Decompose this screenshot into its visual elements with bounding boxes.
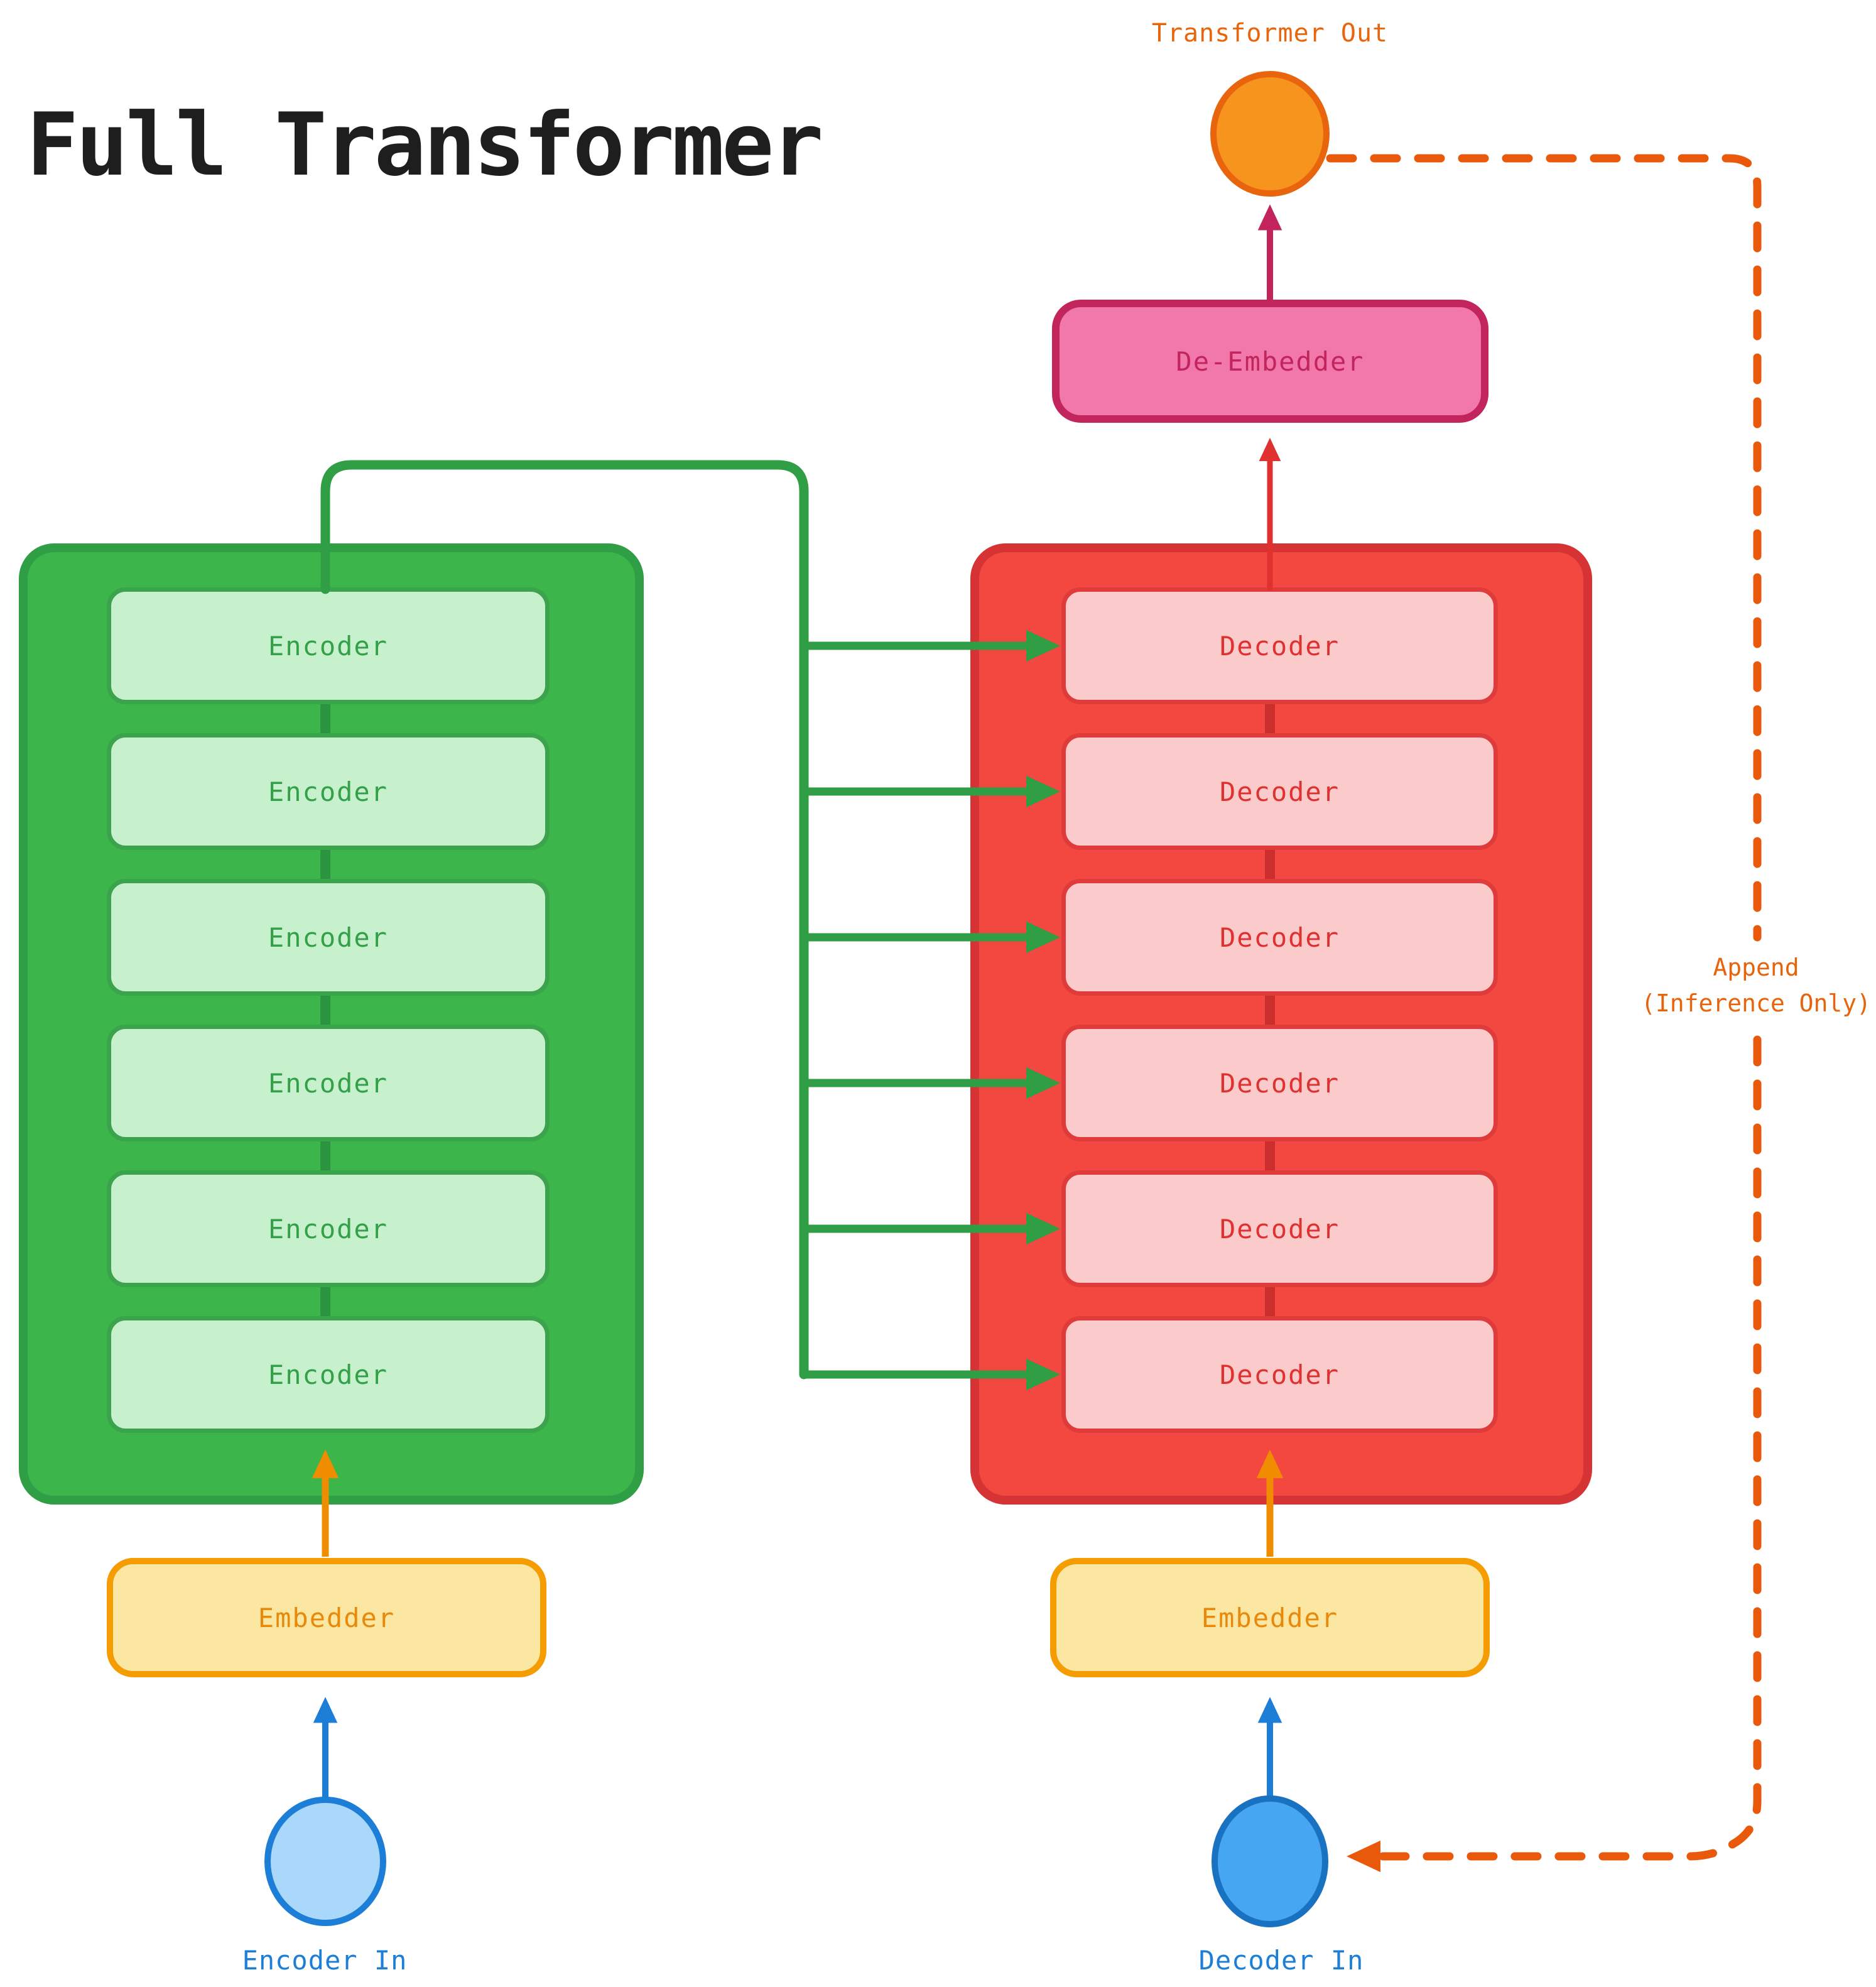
embedder-label: Embedder (258, 1602, 396, 1633)
de-embedder-box: De-Embedder (1052, 300, 1488, 423)
decoder-layer-label: Decoder (1219, 922, 1340, 953)
encoder-layer-1: Encoder (107, 587, 550, 704)
transformer-out-label: Transformer Out (1151, 19, 1389, 48)
embedder-label: Embedder (1201, 1602, 1339, 1633)
encoder-layer-4: Encoder (107, 1025, 550, 1141)
decoder-layer-3: Decoder (1061, 879, 1498, 996)
encoder-layer-label: Encoder (268, 630, 388, 661)
decoder-layer-label: Decoder (1219, 776, 1340, 807)
decoder-layer-label: Decoder (1219, 1067, 1340, 1099)
decoder-layer-label: Decoder (1219, 1213, 1340, 1244)
encoder-layer-2: Encoder (107, 733, 550, 850)
decoder-in-label: Decoder In (1198, 1945, 1364, 1976)
transformer-out-node (1210, 71, 1330, 197)
encoder-layer-label: Encoder (268, 1067, 388, 1099)
encoder-in-node (264, 1797, 386, 1926)
decoder-embedder-box: Embedder (1050, 1558, 1490, 1677)
diagram-title: Full Transformer (26, 94, 823, 195)
decoder-layer-5: Decoder (1061, 1170, 1498, 1287)
decoder-layer-4: Decoder (1061, 1025, 1498, 1141)
decoder-layer-2: Decoder (1061, 733, 1498, 850)
decoder-in-node (1212, 1795, 1328, 1927)
encoder-layer-6: Encoder (107, 1316, 550, 1433)
decoder-layer-label: Decoder (1219, 630, 1340, 661)
decoder-layer-1: Decoder (1061, 587, 1498, 704)
encoder-layer-label: Encoder (268, 776, 388, 807)
append-annotation: Append (Inference Only) (1637, 950, 1875, 1021)
encoder-embedder-box: Embedder (107, 1558, 546, 1677)
encoder-in-label: Encoder In (242, 1945, 408, 1976)
encoder-layer-3: Encoder (107, 879, 550, 996)
encoder-layer-5: Encoder (107, 1170, 550, 1287)
append-annotation-line2: (Inference Only) (1640, 989, 1872, 1017)
decoder-layer-label: Decoder (1219, 1359, 1340, 1390)
de-embedder-label: De-Embedder (1176, 346, 1365, 377)
append-annotation-line1: Append (1713, 954, 1799, 981)
encoder-layer-label: Encoder (268, 922, 388, 953)
encoder-layer-label: Encoder (268, 1213, 388, 1244)
encoder-layer-label: Encoder (268, 1359, 388, 1390)
decoder-layer-6: Decoder (1061, 1316, 1498, 1433)
